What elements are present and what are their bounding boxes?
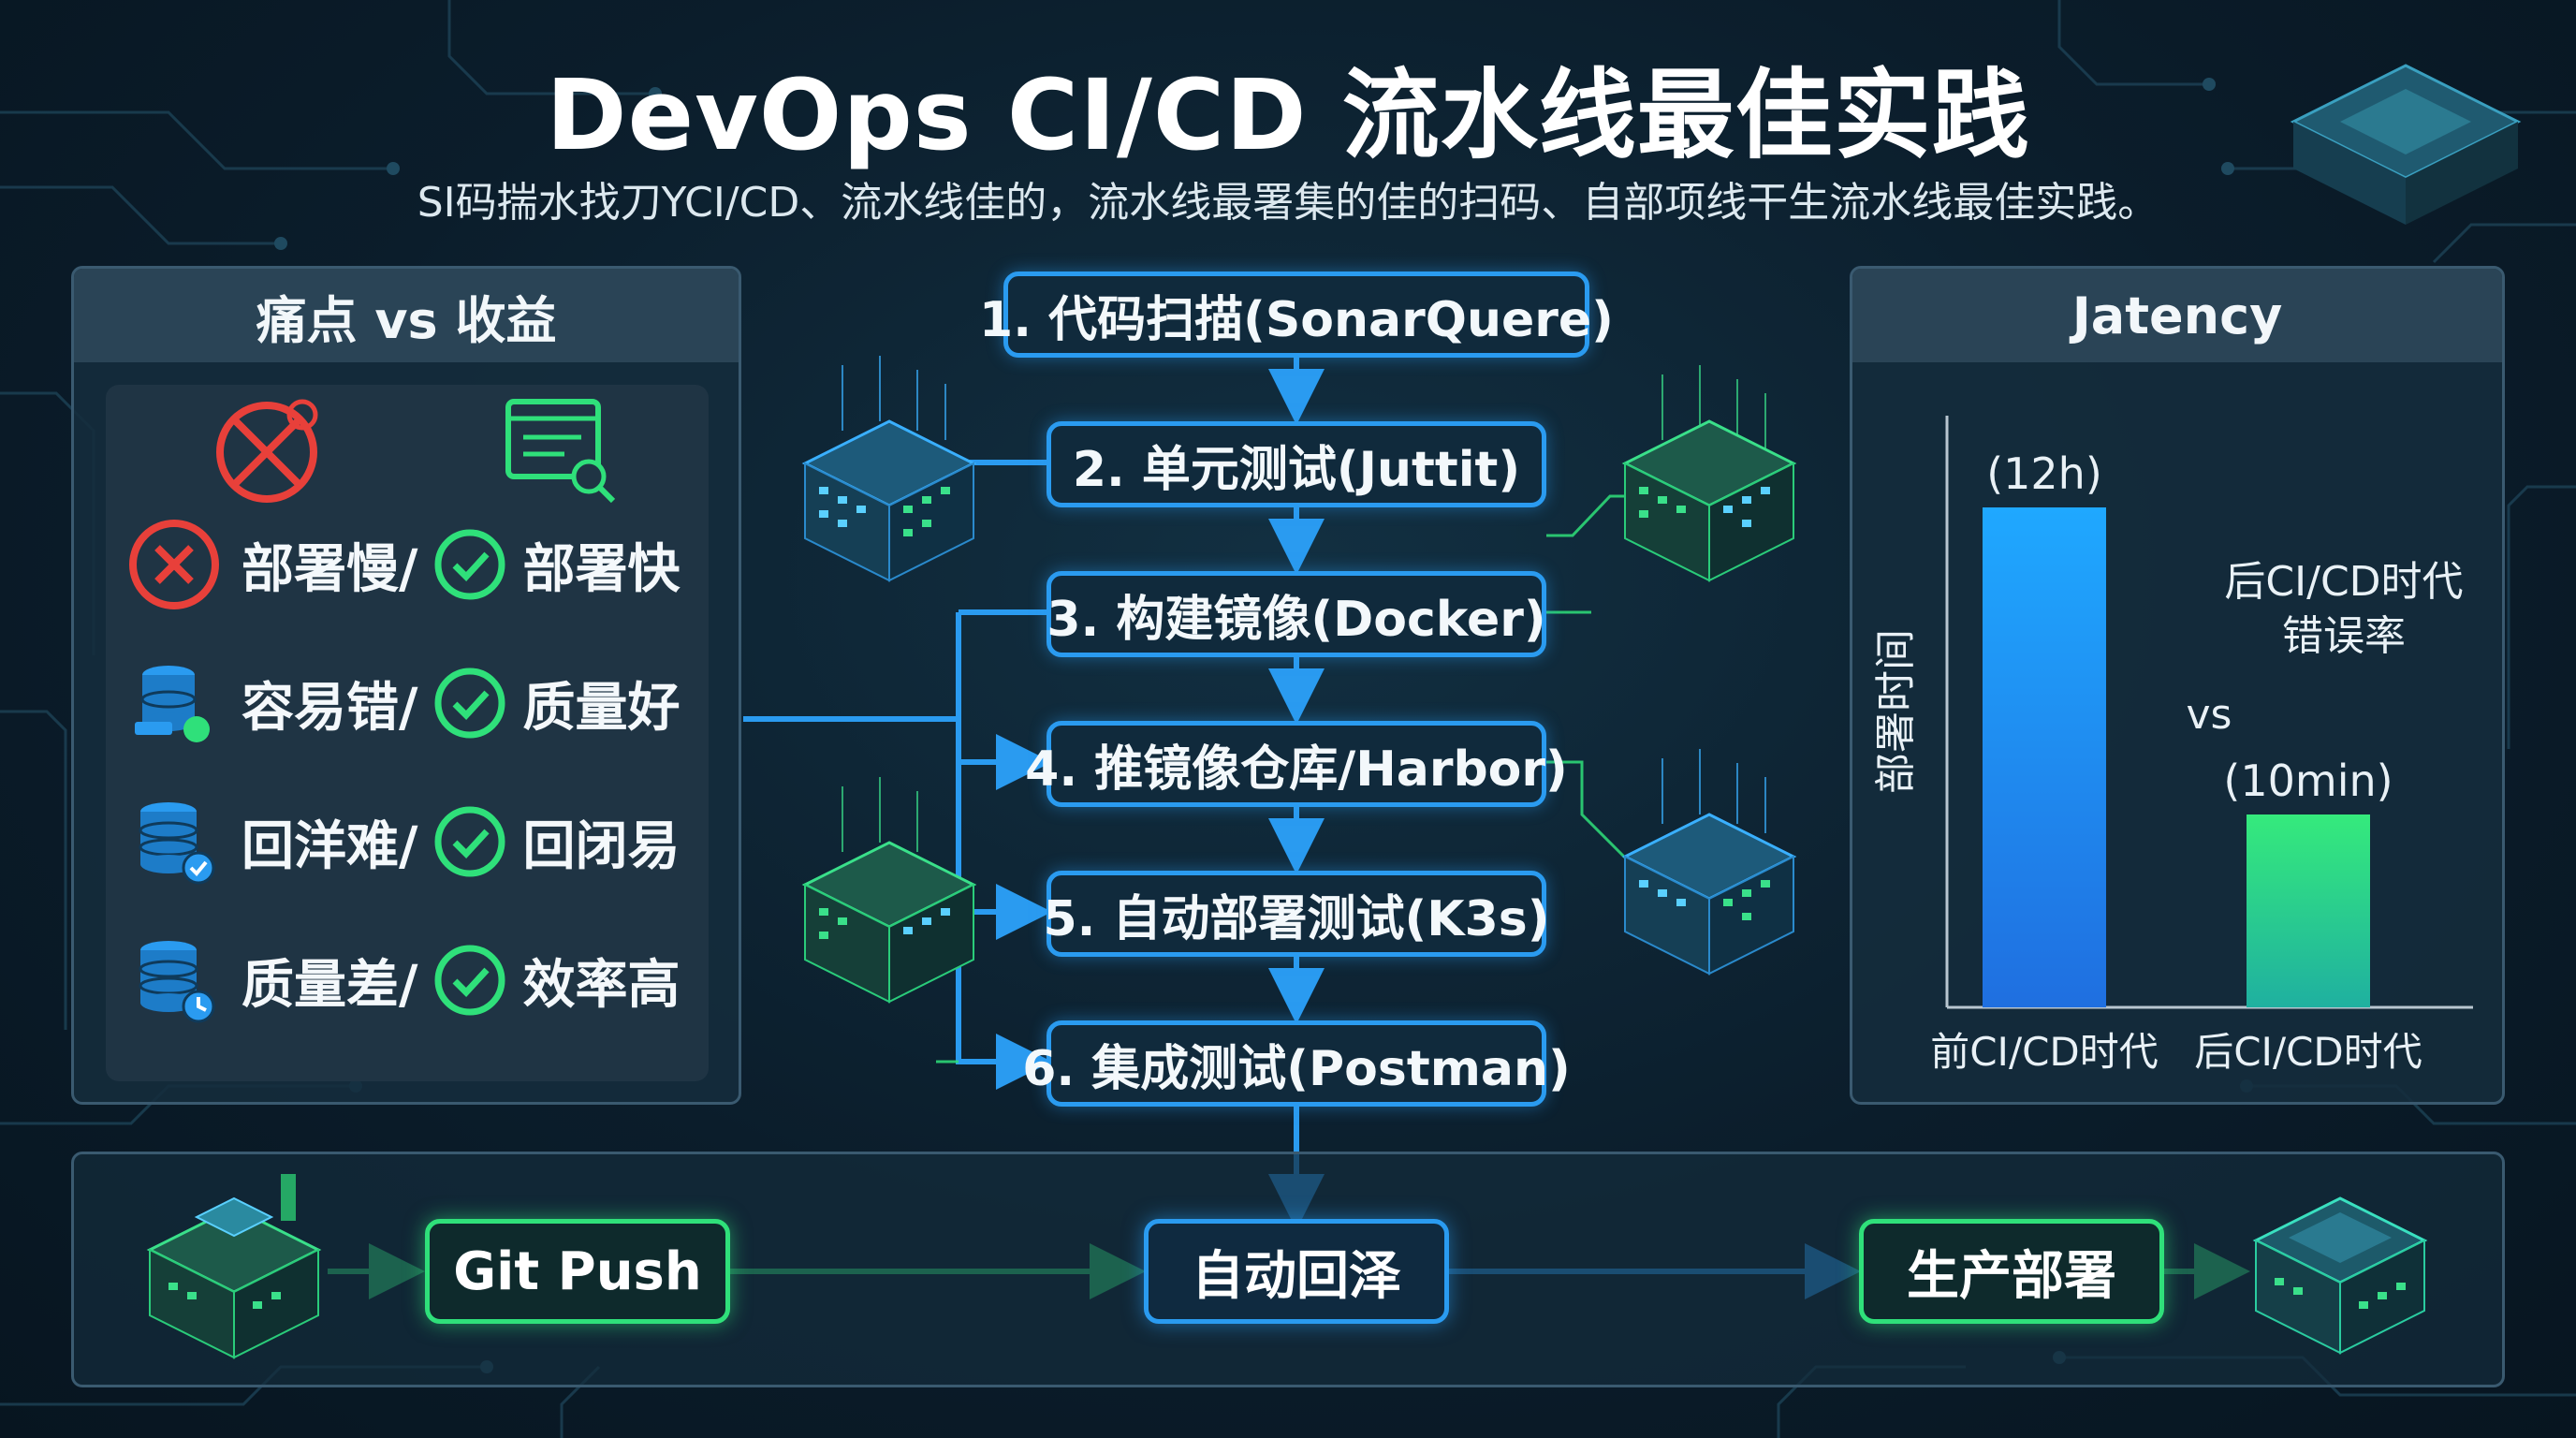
- page-title: DevOps CI/CD 流水线最佳实践: [546, 58, 2030, 172]
- pipeline-step-1: 1. 代码扫描(SonarQuere): [979, 271, 1614, 358]
- check-circle-icon: [434, 529, 505, 600]
- latency-bar-chart: 部署时间 (12h) 前CI/CD时代 (10min) 后CI/CD时代 后CI/CD…: [1872, 416, 2473, 1075]
- pain-gain-row: 回洋难/ 回闭易: [125, 790, 680, 893]
- pipeline-step-6: 6. 集成测试(Postman): [1022, 1020, 1571, 1107]
- pain-gain-row: 质量差/ 效率高: [125, 929, 680, 1032]
- pain-label: 回洋难/: [242, 815, 418, 877]
- annotation-line-2: 错误率: [2282, 612, 2406, 660]
- x-circle-icon: [129, 520, 219, 609]
- server-cube-icon: [801, 777, 977, 1004]
- pipeline-step-2: 2. 单元测试(Juttit): [1046, 421, 1546, 507]
- gain-label: 部署快: [522, 538, 681, 600]
- pipeline-step-3: 3. 构建镜像(Docker): [1046, 571, 1546, 657]
- bar-value-label: (10min): [2223, 756, 2393, 806]
- pain-label: 部署慢/: [242, 538, 418, 600]
- server-cube-icon: [1621, 365, 1797, 582]
- check-circle-icon: [434, 945, 505, 1016]
- latency-panel-title: Jatency: [1852, 269, 2502, 362]
- bar-pre-cicd: [1983, 507, 2106, 1007]
- server-cube-icon: [146, 1174, 322, 1359]
- chip-icon: [2290, 64, 2522, 225]
- server-cube-icon: [2252, 1196, 2428, 1355]
- database-clock-icon: [139, 941, 215, 1023]
- pain-label: 质量差/: [242, 954, 418, 1016]
- vs-label: vs: [2187, 691, 2232, 739]
- gain-label: 效率高: [522, 954, 681, 1016]
- page-subtitle: SI码揣水找刀YCI/CD、流水线佳的，流水线最署集的佳的扫码、自部项线干生流水…: [417, 179, 2159, 227]
- pipeline-step-5: 5. 自动部署测试(K3s): [1044, 871, 1550, 957]
- bar-post-cicd: [2247, 814, 2370, 1007]
- gain-label: 回闭易: [522, 815, 681, 877]
- database-user-icon: [135, 666, 210, 742]
- pain-label: 容易错/: [242, 677, 418, 739]
- check-circle-icon: [434, 806, 505, 877]
- bar-value-label: (12h): [1986, 448, 2102, 499]
- server-cube-icon: [801, 356, 977, 582]
- annotation-line-1: 后CI/CD时代: [2224, 558, 2463, 606]
- auto-rollback-box: 自动回泽: [1144, 1219, 1449, 1324]
- pain-gain-row: 容易错/ 质量好: [125, 652, 680, 755]
- category-label: 后CI/CD时代: [2194, 1029, 2422, 1075]
- blocked-icon: [216, 399, 318, 503]
- pain-gain-row: 部署慢/ 部署快: [125, 513, 680, 616]
- database-check-icon: [139, 802, 215, 885]
- pipeline-step-4: 4. 推镜像仓库/Harbor): [1025, 721, 1568, 807]
- git-push-box: Git Push: [425, 1219, 730, 1324]
- y-axis-label: 部署时间: [1872, 629, 1920, 794]
- latency-panel: Jatency: [1850, 266, 2505, 1105]
- check-circle-icon: [434, 668, 505, 739]
- monitor-search-icon: [505, 399, 616, 504]
- production-deploy-box: 生产部署: [1859, 1219, 2164, 1324]
- server-cube-icon: [1621, 749, 1797, 976]
- gain-label: 质量好: [522, 677, 681, 739]
- category-label: 前CI/CD时代: [1930, 1029, 2159, 1075]
- pain-gain-title: 痛点 vs 收益: [74, 269, 739, 362]
